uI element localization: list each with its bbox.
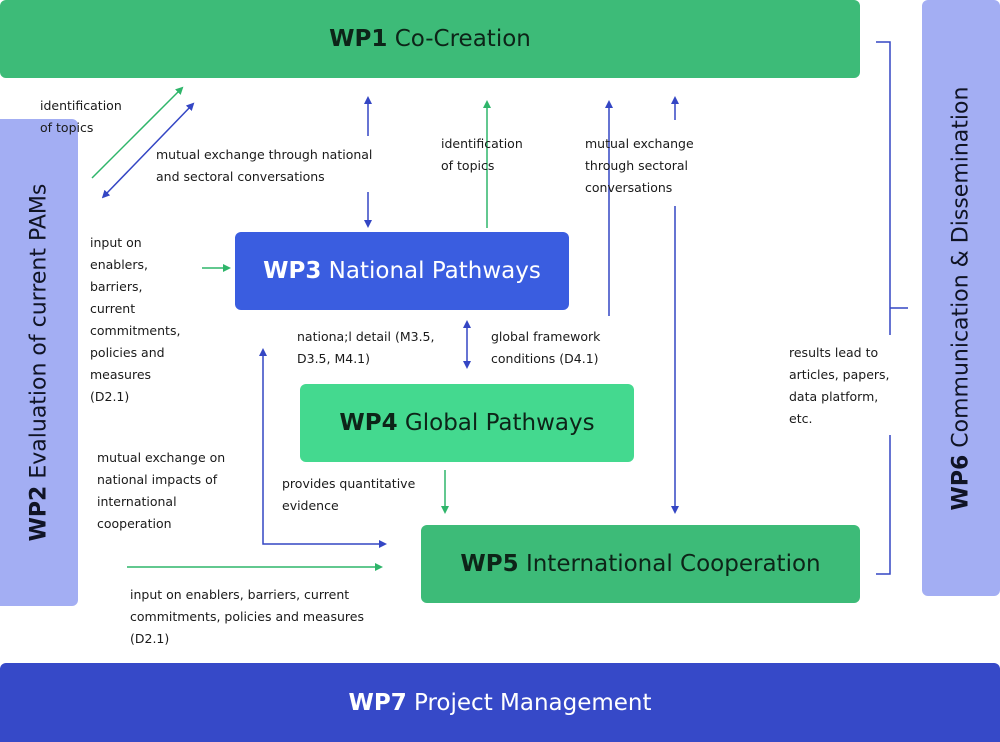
- wp3-box: WP3 National Pathways: [235, 232, 569, 310]
- label-line: input on: [90, 235, 142, 250]
- label-line: (D2.1): [90, 389, 130, 404]
- label-line: and sectoral conversations: [156, 169, 325, 184]
- label-results-lead: results lead to articles, papers, data p…: [789, 342, 890, 430]
- label-line: input on enablers, barriers, current: [130, 587, 350, 602]
- wp1-name: Co-Creation: [394, 26, 531, 52]
- label-line: measures: [90, 367, 152, 382]
- wp5-name: International Cooperation: [525, 551, 821, 577]
- label-topics-left: identification of topics: [40, 95, 122, 139]
- label-line: etc.: [789, 411, 813, 426]
- label-mutual-impacts: mutual exchange on national impacts of i…: [97, 447, 225, 535]
- label-line: mutual exchange: [585, 136, 694, 151]
- label-line: commitments, policies and measures: [130, 609, 364, 624]
- label-topics-center: identification of topics: [441, 133, 523, 177]
- wp2-box: WP2 Evaluation of current PAMs: [0, 119, 78, 606]
- label-line: national impacts of: [97, 472, 218, 487]
- arrow-wp5-wp3-elbow: [259, 348, 387, 548]
- wp5-box: WP5 International Cooperation: [421, 525, 860, 603]
- label-provides-evidence: provides quantitative evidence: [282, 473, 415, 517]
- label-line: barriers,: [90, 279, 143, 294]
- label-line: data platform,: [789, 389, 879, 404]
- label-line: enablers,: [90, 257, 148, 272]
- label-line: articles, papers,: [789, 367, 890, 382]
- label-line: conversations: [585, 180, 673, 195]
- label-line: international: [97, 494, 177, 509]
- wp7-code: WP7: [348, 689, 407, 716]
- label-line: results lead to: [789, 345, 879, 360]
- label-input-bottom: input on enablers, barriers, current com…: [130, 584, 364, 650]
- wp2-code: WP2: [26, 485, 52, 542]
- wp4-name: Global Pathways: [404, 410, 595, 436]
- bracket-wp1-wp6: [876, 41, 891, 335]
- label-line: commitments,: [90, 323, 181, 338]
- label-line: (D2.1): [130, 631, 170, 646]
- label-line: through sectoral: [585, 158, 688, 173]
- arrow-wp2-wp1-blue: [101, 102, 195, 199]
- wp6-code: WP6: [948, 454, 974, 510]
- wp7-box: WP7 Project Management: [0, 663, 1000, 742]
- label-mutual-sectoral: mutual exchange through sectoral convers…: [585, 133, 694, 199]
- wp6-box: WP6 Communication & Dissemination: [922, 0, 1000, 596]
- label-line: of topics: [441, 158, 495, 173]
- wp4-code: WP4: [339, 410, 398, 436]
- wp5-code: WP5: [460, 551, 519, 577]
- wp7-name: Project Management: [414, 689, 652, 716]
- bracket-wp5-wp6: [876, 435, 891, 575]
- label-line: provides quantitative: [282, 476, 416, 491]
- label-line: D3.5, M4.1): [297, 351, 370, 366]
- label-line: policies and: [90, 345, 165, 360]
- label-line: evidence: [282, 498, 339, 513]
- label-line: mutual exchange through national: [156, 147, 373, 162]
- wp3-code: WP3: [263, 258, 322, 284]
- label-line: current: [90, 301, 136, 316]
- label-global-framework: global framework conditions (D4.1): [491, 326, 600, 370]
- label-line: nationa;l detail (M3.5,: [297, 329, 435, 344]
- label-line: cooperation: [97, 516, 172, 531]
- label-line: of topics: [40, 120, 94, 135]
- label-line: mutual exchange on: [97, 450, 226, 465]
- label-line: global framework: [491, 329, 601, 344]
- wp4-box: WP4 Global Pathways: [300, 384, 634, 462]
- wp6-name: Communication & Dissemination: [948, 86, 974, 448]
- wp1-code: WP1: [329, 26, 388, 52]
- label-input-enablers: input on enablers, barriers, current com…: [90, 232, 180, 408]
- wp3-name: National Pathways: [328, 258, 541, 284]
- label-line: identification: [441, 136, 523, 151]
- label-line: conditions (D4.1): [491, 351, 599, 366]
- label-national-detail: nationa;l detail (M3.5, D3.5, M4.1): [297, 326, 434, 370]
- wp1-box: WP1 Co-Creation: [0, 0, 860, 78]
- label-mutual-national: mutual exchange through national and sec…: [156, 144, 372, 188]
- wp2-name: Evaluation of current PAMs: [26, 183, 52, 479]
- label-line: identification: [40, 98, 122, 113]
